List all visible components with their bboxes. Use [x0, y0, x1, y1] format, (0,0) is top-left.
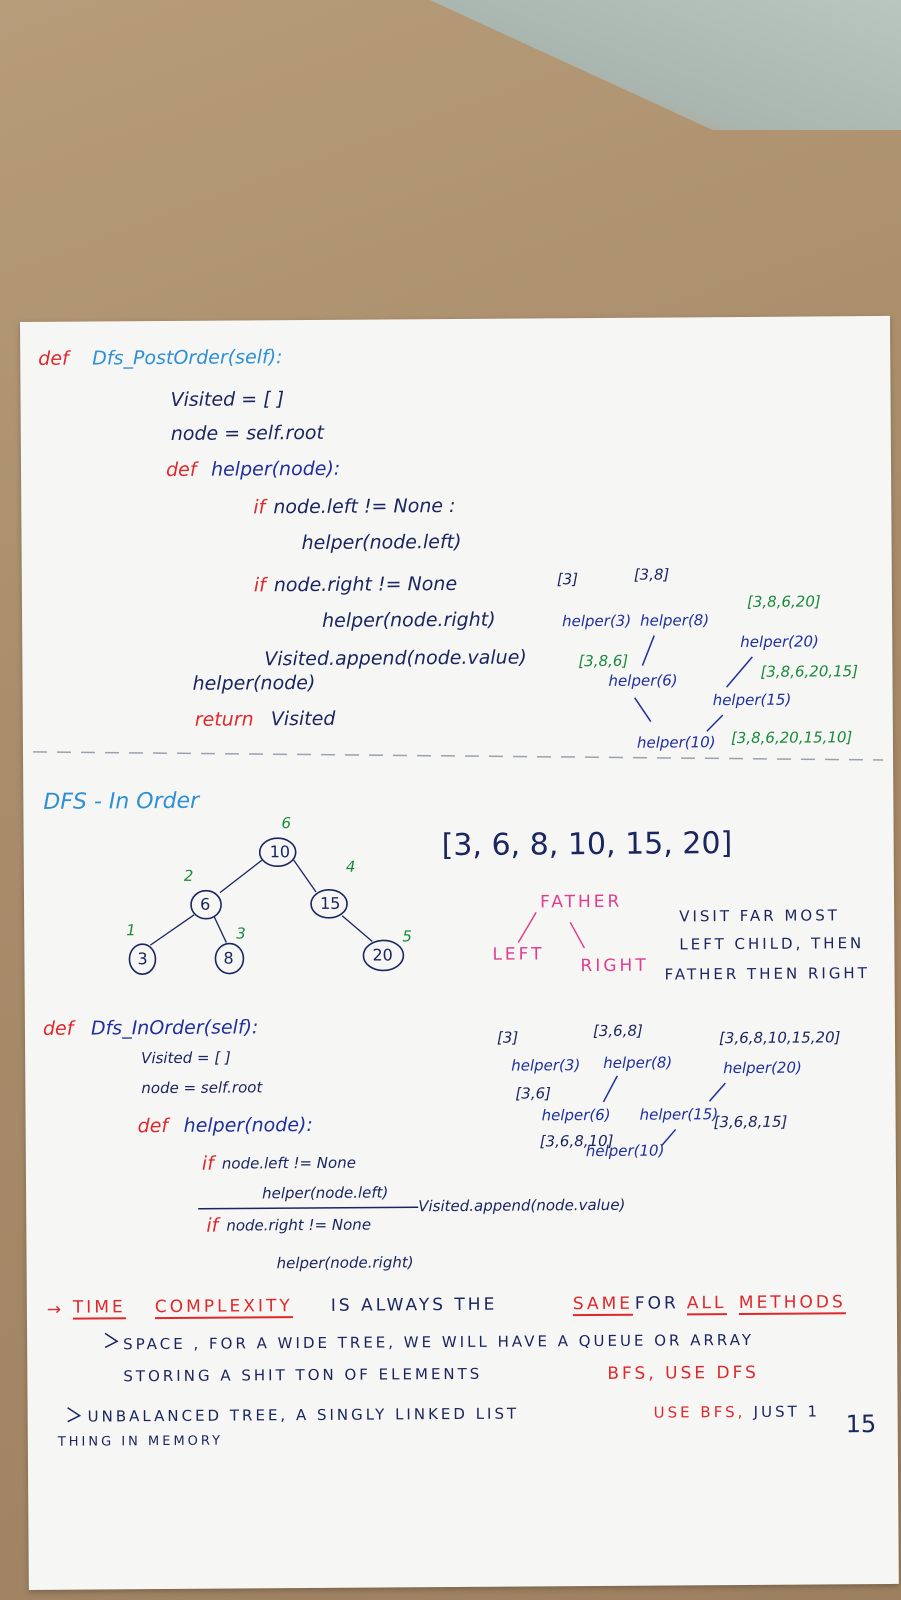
trace-line — [706, 714, 724, 732]
tree-node-circle — [214, 942, 245, 975]
tree-edge — [213, 916, 227, 943]
tree-edge — [341, 915, 373, 943]
tree-node-circle — [362, 939, 405, 972]
tree-node-circle — [258, 837, 297, 868]
hand-drawn-marks — [32, 635, 884, 1423]
trace-line — [708, 1082, 726, 1102]
trace-line — [661, 1128, 677, 1147]
trace-line — [641, 635, 655, 666]
tree-node-circle — [310, 889, 348, 919]
tree-node-circle — [190, 889, 222, 920]
tree-node-circle — [128, 943, 157, 975]
tree-edge — [149, 914, 195, 946]
pink-arrow — [517, 912, 537, 943]
pink-arrow — [569, 921, 586, 949]
arrow-icon — [67, 1407, 82, 1423]
underline-stroke — [198, 1206, 419, 1210]
dashed-divider — [32, 751, 884, 761]
tree-edge — [293, 859, 317, 893]
trace-line — [634, 697, 652, 723]
tree-edge — [219, 859, 263, 894]
notebook-page: def Dfs_PostOrder(self): Visited = [ ] n… — [20, 315, 899, 1590]
trace-line — [725, 656, 753, 688]
arrow-icon — [104, 1332, 119, 1349]
trace-line — [602, 1075, 618, 1103]
background-tile — [430, 0, 901, 130]
